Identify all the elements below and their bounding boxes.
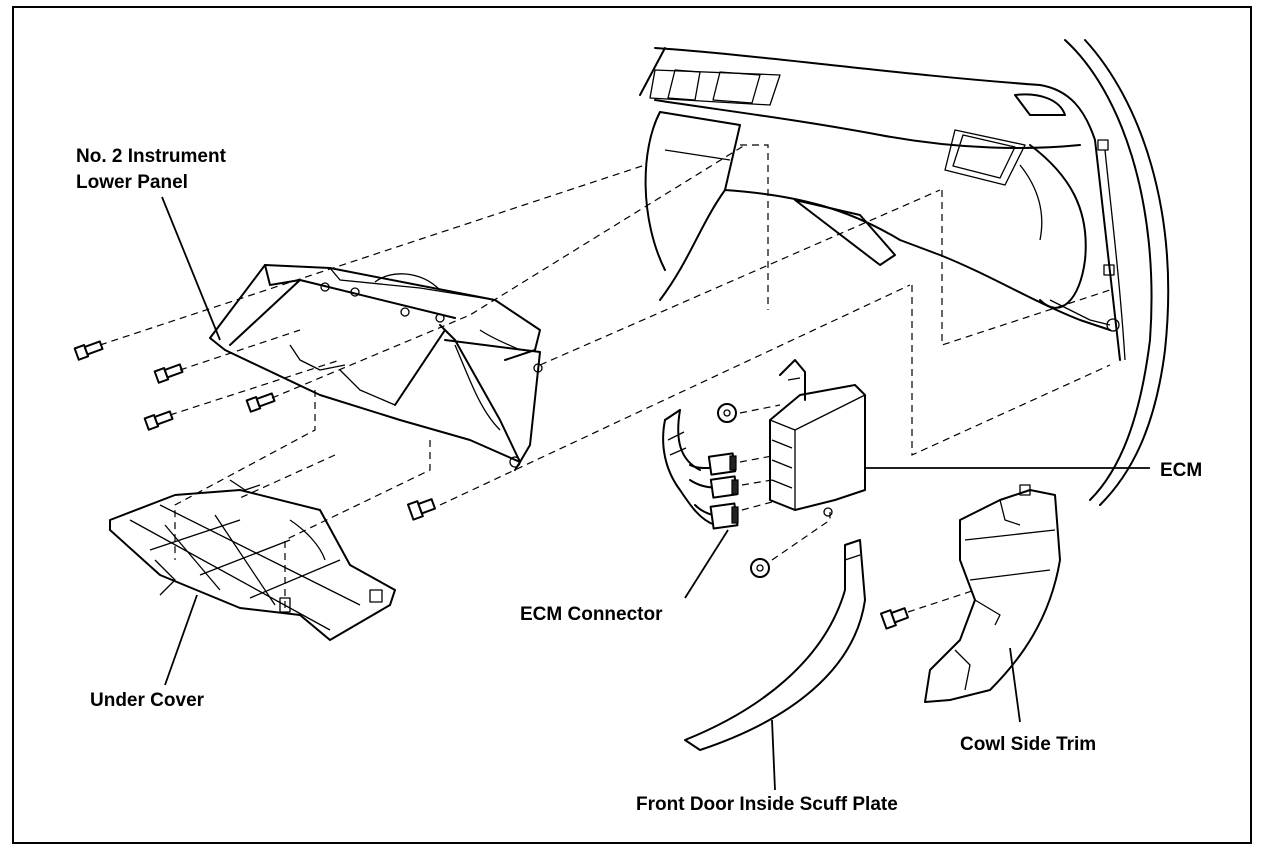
screw-1 <box>73 340 104 361</box>
clip-2 <box>879 607 909 630</box>
screw-3 <box>143 410 174 431</box>
instrument-lower-panel <box>209 264 543 471</box>
nut-2 <box>750 558 770 578</box>
alignment-lines <box>99 144 1111 613</box>
diagram-frame <box>12 6 1252 844</box>
clip-1 <box>406 498 436 521</box>
ecm-connectors <box>662 409 739 530</box>
ecm-label: ECM <box>1160 460 1203 481</box>
screw-4 <box>245 392 276 413</box>
ecm-connector-label: ECM Connector <box>520 604 663 625</box>
screw-2 <box>153 363 184 384</box>
scuff-plate <box>684 539 866 751</box>
instrument-panel-label-line2: Lower Panel <box>76 172 188 193</box>
instrument-panel-label: No. 2 Instrument Lower Panel <box>76 144 226 196</box>
ecm-unit <box>769 359 866 517</box>
cowl-side-trim-label: Cowl Side Trim <box>960 734 1097 755</box>
under-cover-label: Under Cover <box>90 690 205 711</box>
cowl-side-trim <box>924 484 1061 703</box>
dashboard <box>639 39 1170 506</box>
under-cover <box>109 479 396 641</box>
nut-1 <box>717 403 737 423</box>
screws <box>73 340 909 630</box>
scuff-plate-label: Front Door Inside Scuff Plate <box>636 794 898 815</box>
instrument-panel-label-line1: No. 2 Instrument <box>76 146 226 167</box>
leader-lines <box>161 196 1150 791</box>
